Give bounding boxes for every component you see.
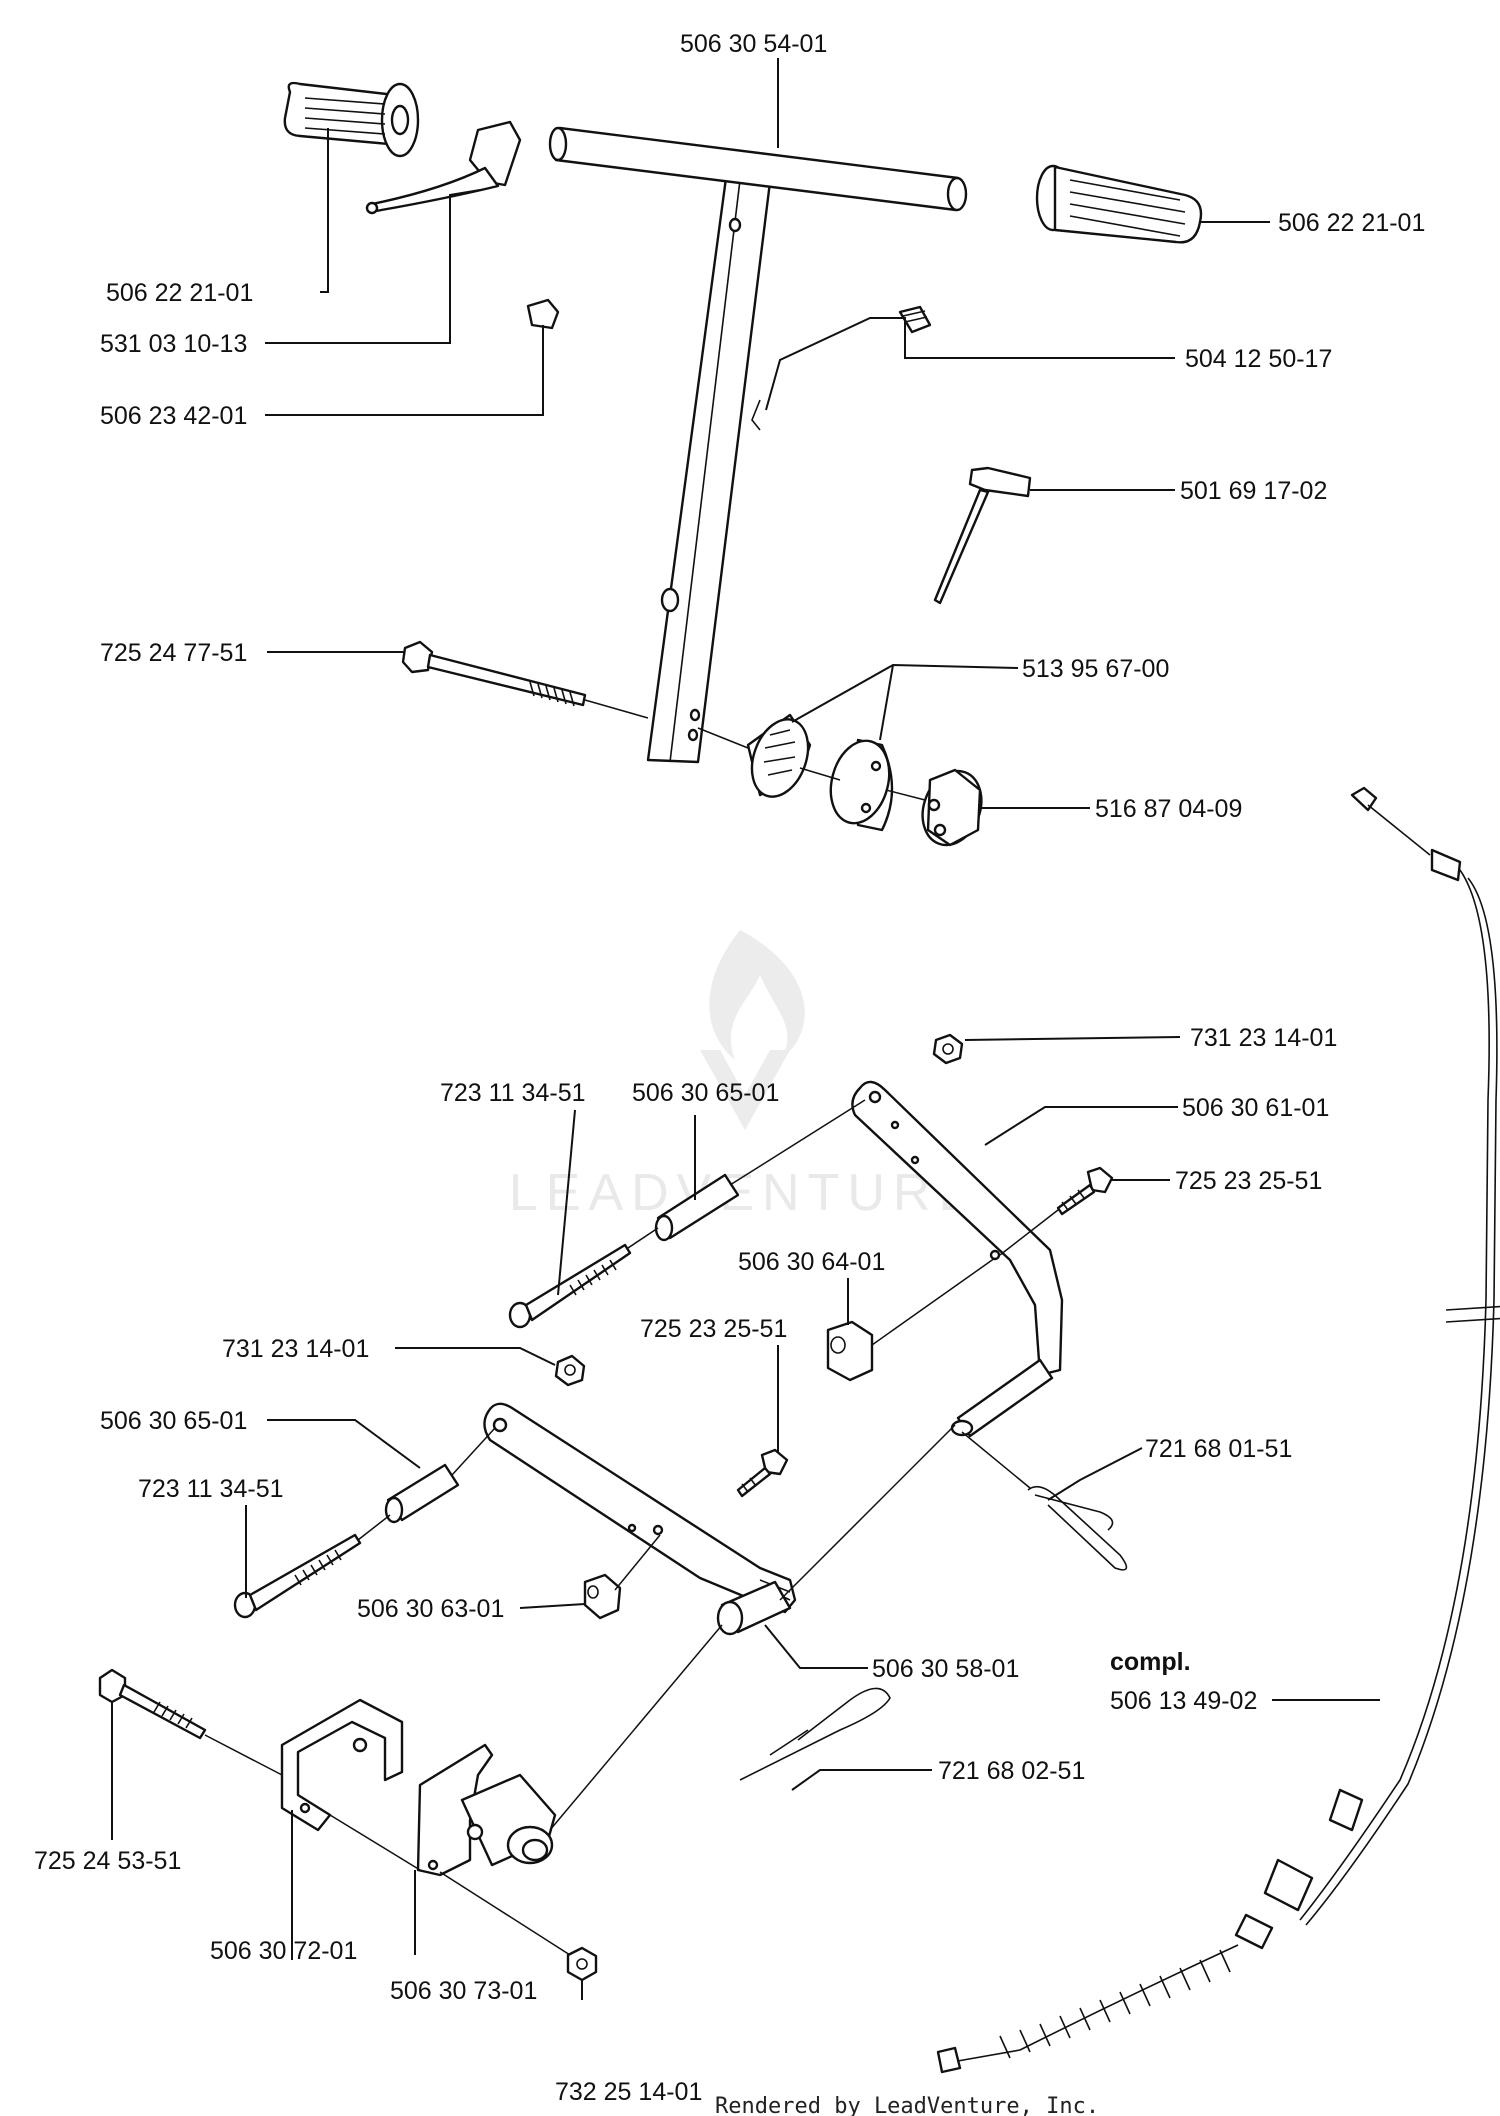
part-labels: 506 30 54-01 506 22 21-01 506 22 21-01 5… [34,30,1425,2106]
label-506306101: 506 30 61-01 [1182,1094,1329,1122]
label-731231401-mid: 731 23 14-01 [222,1335,369,1363]
label-506306301: 506 30 63-01 [357,1595,504,1623]
handlebar-assembly [283,81,1203,847]
control-cable [936,786,1500,2074]
clamp-knob [921,768,983,847]
nut-732251401 [566,1946,598,1982]
bolt-725245351 [98,1668,421,1871]
nut-lower [554,1354,586,1387]
label-721680151: 721 68 01-51 [1145,1435,1292,1463]
watermark-text: LEADVENTURE [509,1164,981,1222]
footer-credit: Rendered by LeadVenture, Inc. [715,2094,1099,2116]
watermark: LEADVENTURE [509,930,981,1222]
label-513956700: 513 95 67-00 [1022,655,1169,683]
right-grip [1035,164,1203,244]
label-compl: compl. [1110,1648,1191,1676]
label-506222101-left: 506 22 21-01 [106,279,253,307]
long-bolt [401,640,649,719]
label-506306501-mid: 506 30 65-01 [100,1407,247,1435]
screw-lower [736,1448,789,1498]
label-725247751: 725 24 77-51 [100,639,247,667]
label-506305801: 506 30 58-01 [872,1655,1019,1683]
handle-tube [646,176,772,764]
nut-top [932,1033,964,1065]
label-723113451-top: 723 11 34-51 [440,1079,586,1107]
label-506306501-top: 506 30 65-01 [632,1079,779,1107]
label-725245351: 725 24 53-51 [34,1847,181,1875]
label-504125017: 504 12 50-17 [1185,345,1332,373]
lower-link-plate [483,1402,797,1614]
label-506234201: 506 23 42-01 [100,402,247,430]
upper-link-plate [851,1080,1064,1377]
label-725232551-top: 725 23 25-51 [1175,1167,1322,1195]
label-506222101-right: 506 22 21-01 [1278,209,1425,237]
leader-lines [111,58,1380,2000]
label-506307301: 506 30 73-01 [390,1977,537,2005]
label-725232551-mid: 725 23 25-51 [640,1315,787,1343]
label-731231401-top: 731 23 14-01 [1190,1024,1337,1052]
clamp-ratchet [697,713,926,832]
spark-plug-wrench [933,466,1032,605]
screw-upper [999,1166,1114,1256]
cable-clip [526,298,560,330]
hairpin-lower [739,1687,891,1781]
label-506134902: 506 13 49-02 [1110,1687,1257,1715]
label-516870409: 516 87 04-09 [1095,795,1242,823]
bolt-lower [233,1514,391,1619]
label-506307201: 506 30 72-01 [210,1937,357,1965]
hex-spacer [826,1320,874,1382]
label-506306401: 506 30 64-01 [738,1248,885,1276]
linkage-assembly [98,1033,1128,1982]
left-grip [283,81,420,158]
pivot-block [416,1624,723,1877]
hairpin-upper [961,1431,1128,1571]
label-506305401: 506 30 54-01 [680,30,827,58]
label-501691702: 501 69 17-02 [1180,477,1327,505]
label-531031013: 531 03 10-13 [100,330,247,358]
label-721680251: 721 68 02-51 [938,1757,1085,1785]
mounting-bracket [280,1698,404,1832]
label-732251401: 732 25 14-01 [555,2078,702,2106]
bolt-upper [508,1227,659,1329]
label-723113451-mid: 723 11 34-51 [138,1475,284,1503]
